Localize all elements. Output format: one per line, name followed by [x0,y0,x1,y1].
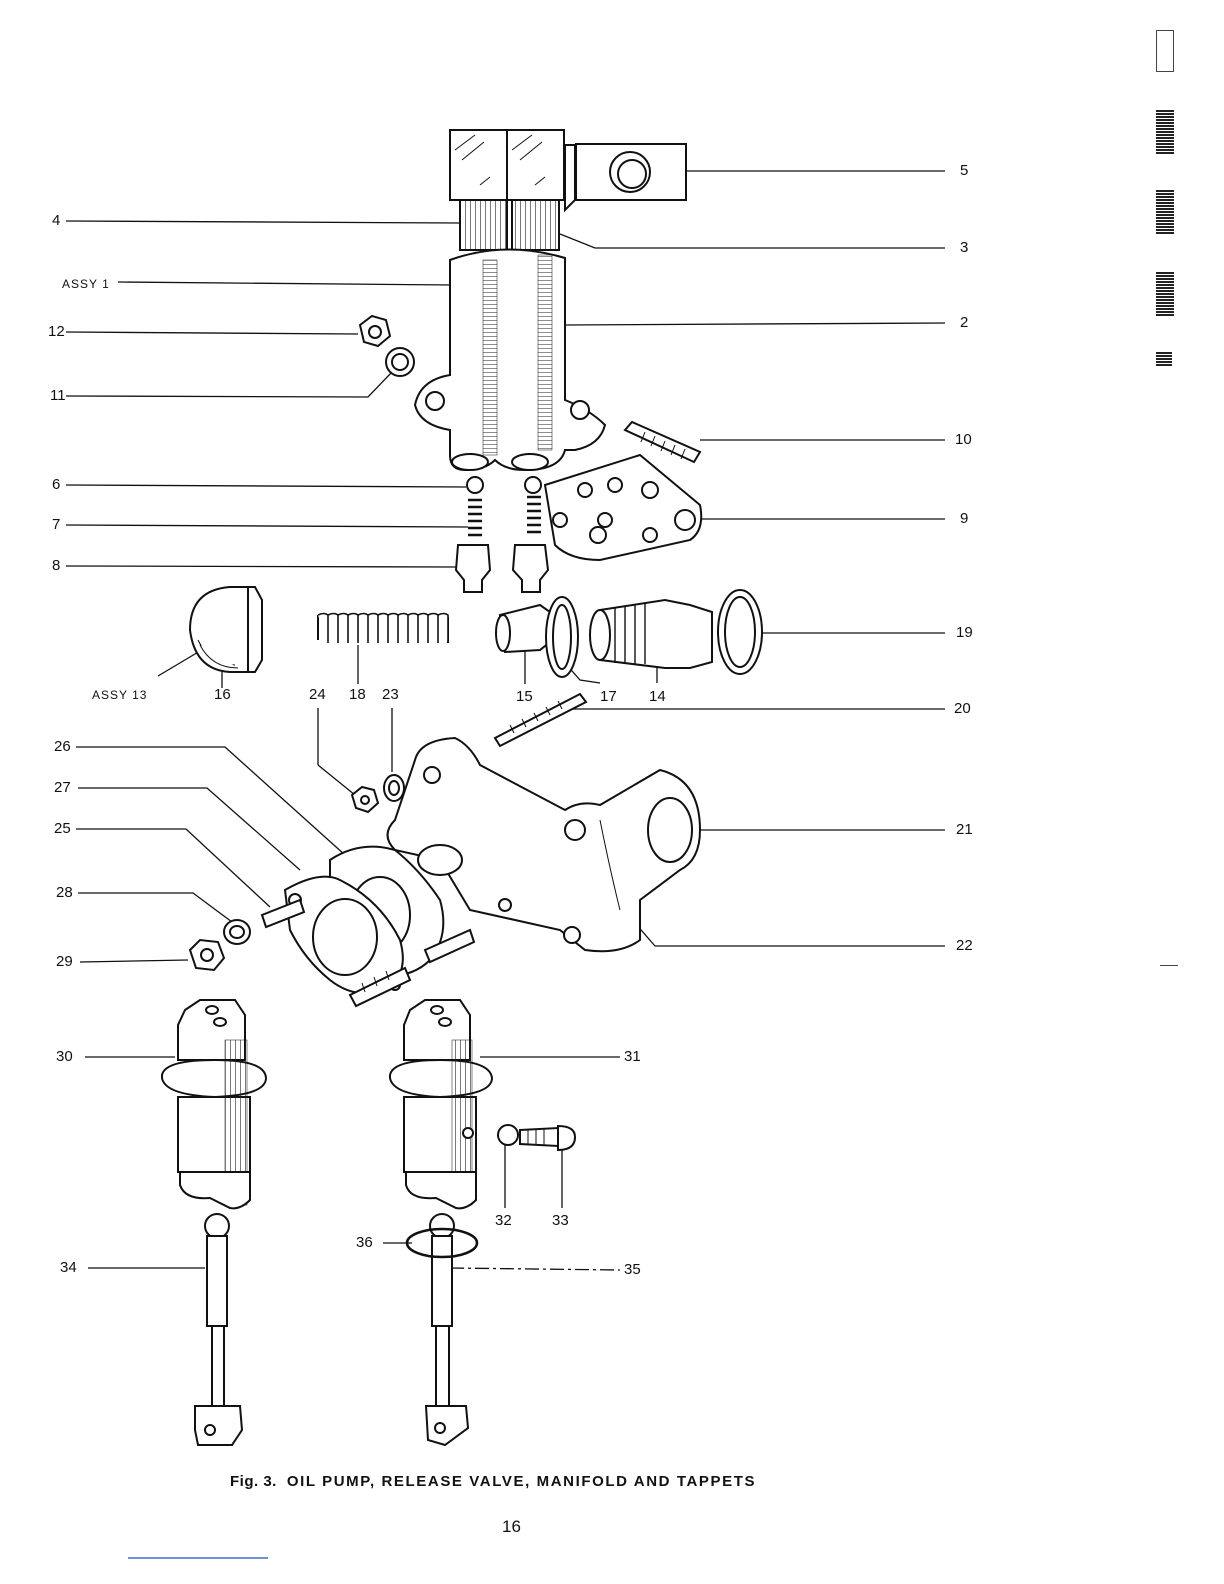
callout-7: 7 [52,516,60,534]
pump-gasket-plate [545,455,701,560]
callout-5: 5 [960,162,968,180]
callout-27: 27 [54,779,71,797]
callout-24: 24 [309,686,326,704]
push-rod-right [407,1214,477,1445]
callout-32: 32 [495,1212,512,1230]
callout-25: 25 [54,820,71,838]
scan-bar-mark [1156,272,1174,316]
callout-8: 8 [52,557,60,575]
callout-19: 19 [956,624,973,642]
callout-34: 34 [60,1259,77,1277]
callout-2: 2 [960,314,968,332]
callout-6: 6 [52,476,60,494]
callout-assy-1: ASSY 1 [62,275,110,293]
callout-10: 10 [955,431,972,449]
scan-edge-mark [1156,30,1174,72]
callout-36: 36 [356,1234,373,1252]
callout-35: 35 [624,1261,641,1279]
footer-rule [128,1557,268,1559]
callout-15: 15 [516,688,533,706]
manifold-stud [495,694,586,746]
scan-bar-mark [1156,190,1174,234]
scan-dash-mark [1160,965,1178,966]
callout-17: 17 [600,688,617,706]
relief-valve-balls-springs-plugs [456,477,548,592]
page-number: 16 [502,1517,521,1537]
callout-20: 20 [954,700,971,718]
callout-assy-13: ASSY 13 [92,686,147,704]
callout-22: 22 [956,937,973,955]
release-valve-cap [190,587,262,672]
callout-9: 9 [960,510,968,528]
release-valve-body-group [496,590,762,677]
callout-23: 23 [382,686,399,704]
callout-33: 33 [552,1212,569,1230]
stud-washer-nut [190,920,250,970]
callout-21: 21 [956,821,973,839]
callout-14: 14 [649,688,666,706]
tappet-right [390,1000,492,1208]
pump-cover-block [565,144,686,210]
callout-18: 18 [349,686,366,704]
callout-30: 30 [56,1048,73,1066]
callout-12: 12 [48,323,65,341]
callout-28: 28 [56,884,73,902]
callout-4: 4 [52,212,60,230]
nut-and-washer [360,316,414,376]
figure-title: OIL PUMP, RELEASE VALVE, MANIFOLD AND TA… [287,1473,756,1490]
callout-16: 16 [214,686,231,704]
scan-bar-mark [1156,352,1172,366]
callout-3: 3 [960,239,968,257]
figure-caption: Fig. 3. OIL PUMP, RELEASE VALVE, MANIFOLD… [230,1473,756,1490]
tappet-screw [498,1125,575,1150]
tappet-left [162,1000,266,1208]
callout-29: 29 [56,953,73,971]
figure-number: Fig. 3. [230,1473,277,1490]
callout-26: 26 [54,738,71,756]
scan-bar-mark [1156,110,1174,154]
release-valve-spring [318,614,448,644]
callout-31: 31 [624,1048,641,1066]
callout-11: 11 [50,387,66,405]
push-rod-left [195,1214,242,1445]
manifold-nut-washer [352,775,404,812]
